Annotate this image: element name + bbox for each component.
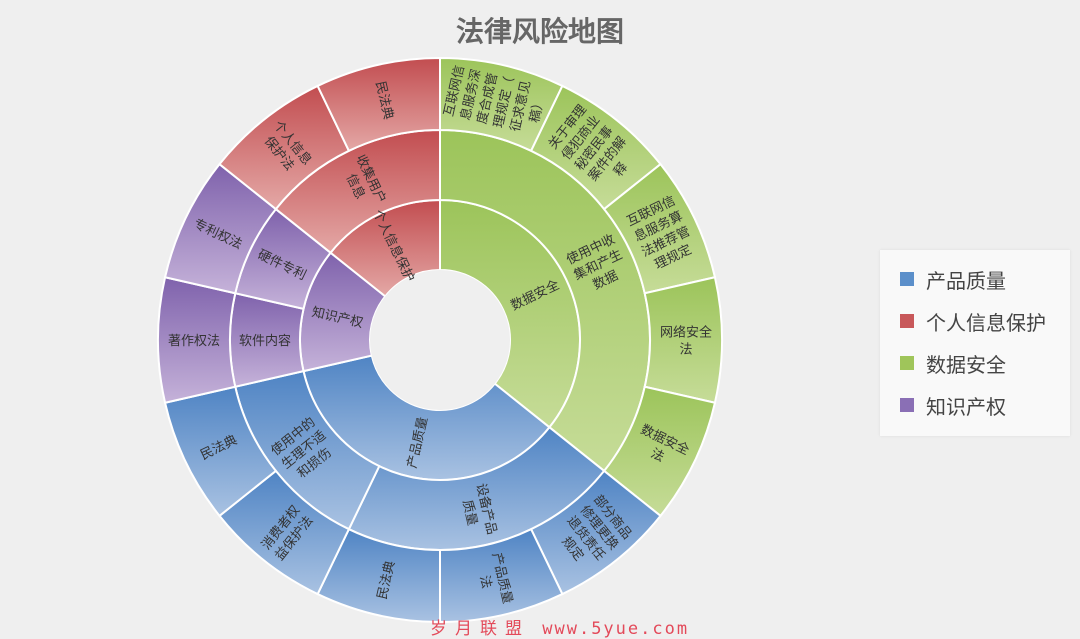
legend-label: 产品质量 (926, 268, 1006, 293)
legend-swatch (900, 272, 914, 286)
sunburst-center (370, 270, 510, 410)
legend-swatch (900, 356, 914, 370)
watermark-url: www.5yue.com (542, 619, 690, 639)
legend-label: 数据安全 (926, 352, 1006, 377)
watermark: 岁月联盟 www.5yue.com (430, 614, 689, 639)
watermark-text: 岁月联盟 (430, 619, 530, 639)
legend-item-personal-info[interactable]: 个人信息保护 (900, 306, 1046, 336)
legend-label: 个人信息保护 (926, 310, 1046, 335)
legend-swatch (900, 398, 914, 412)
sunburst-label-l3: 网络安全法 (660, 325, 712, 358)
legend-item-product-quality[interactable]: 产品质量 (900, 264, 1006, 294)
sunburst-chart: 数据安全使用中收集和产生数据互联网信息服务深度合成管理规定（征求意见稿）关于审理… (156, 56, 724, 624)
legend-item-data-security[interactable]: 数据安全 (900, 348, 1006, 378)
legend-swatch (900, 314, 914, 328)
chart-legend: 产品质量 个人信息保护 数据安全 知识产权 (880, 250, 1070, 436)
sunburst-label-l2: 使用中的生理不适和损伤 (268, 414, 340, 486)
sunburst-segment-l3[interactable] (316, 56, 441, 153)
legend-item-ip[interactable]: 知识产权 (900, 390, 1006, 420)
sunburst-label-l2: 软件内容 (239, 333, 291, 349)
chart-title: 法律风险地图 (455, 15, 624, 48)
sunburst-label-l3: 著作权法 (168, 333, 220, 349)
legend-label: 知识产权 (926, 394, 1006, 419)
